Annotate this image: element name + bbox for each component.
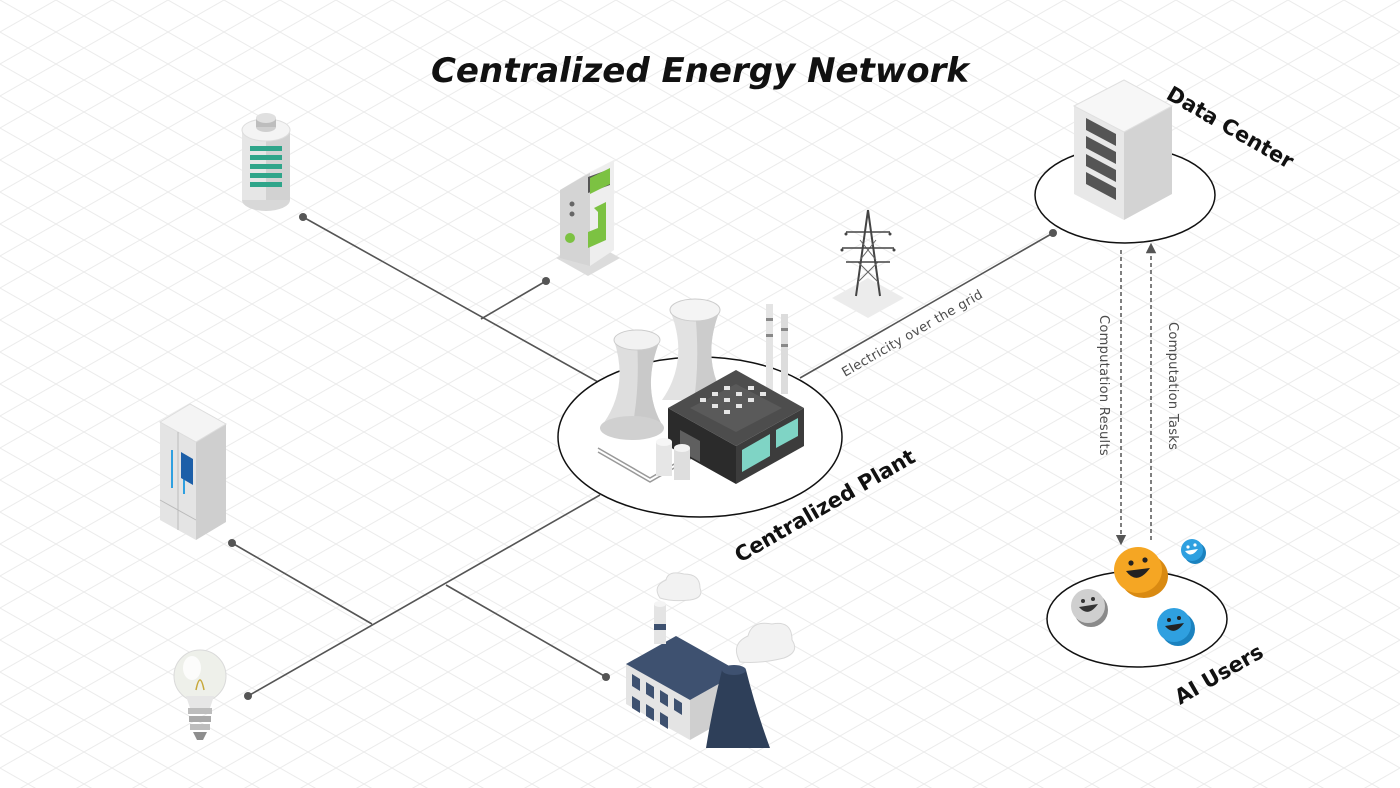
battery-node	[299, 213, 307, 221]
charger-node	[542, 277, 550, 285]
ai-user-grey-icon	[1071, 589, 1108, 627]
fridge-node	[228, 539, 236, 547]
factory-node	[602, 673, 610, 681]
charger-connection-line	[480, 280, 547, 320]
diagram-title: Centralized Energy Network	[431, 51, 971, 91]
factory-connection-line	[445, 584, 607, 678]
ev-charger-icon	[556, 160, 620, 276]
data-center-node	[1049, 229, 1057, 237]
lightbulb-node	[244, 692, 252, 700]
battery-connection-line	[302, 216, 599, 383]
ai-user-blue-icon	[1157, 608, 1195, 646]
computation-tasks-label: Computation Tasks	[1165, 322, 1180, 450]
grid-connection-line	[799, 232, 1054, 379]
factory-icon	[626, 572, 796, 748]
ai-user-orange-icon	[1114, 547, 1168, 598]
data-center-server-icon	[1072, 79, 1174, 220]
fridge-connection-line	[231, 542, 373, 625]
lightbulb-icon	[173, 649, 227, 740]
connections	[228, 213, 1057, 700]
battery-icon	[241, 113, 291, 211]
refrigerator-icon	[159, 403, 227, 540]
transmission-tower-icon	[832, 209, 904, 318]
power-plant-icon	[597, 298, 804, 484]
lightbulb-connection-line	[247, 494, 601, 697]
ai-user-blue-small-icon	[1181, 539, 1206, 564]
computation-results-label: Computation Results	[1096, 315, 1111, 456]
